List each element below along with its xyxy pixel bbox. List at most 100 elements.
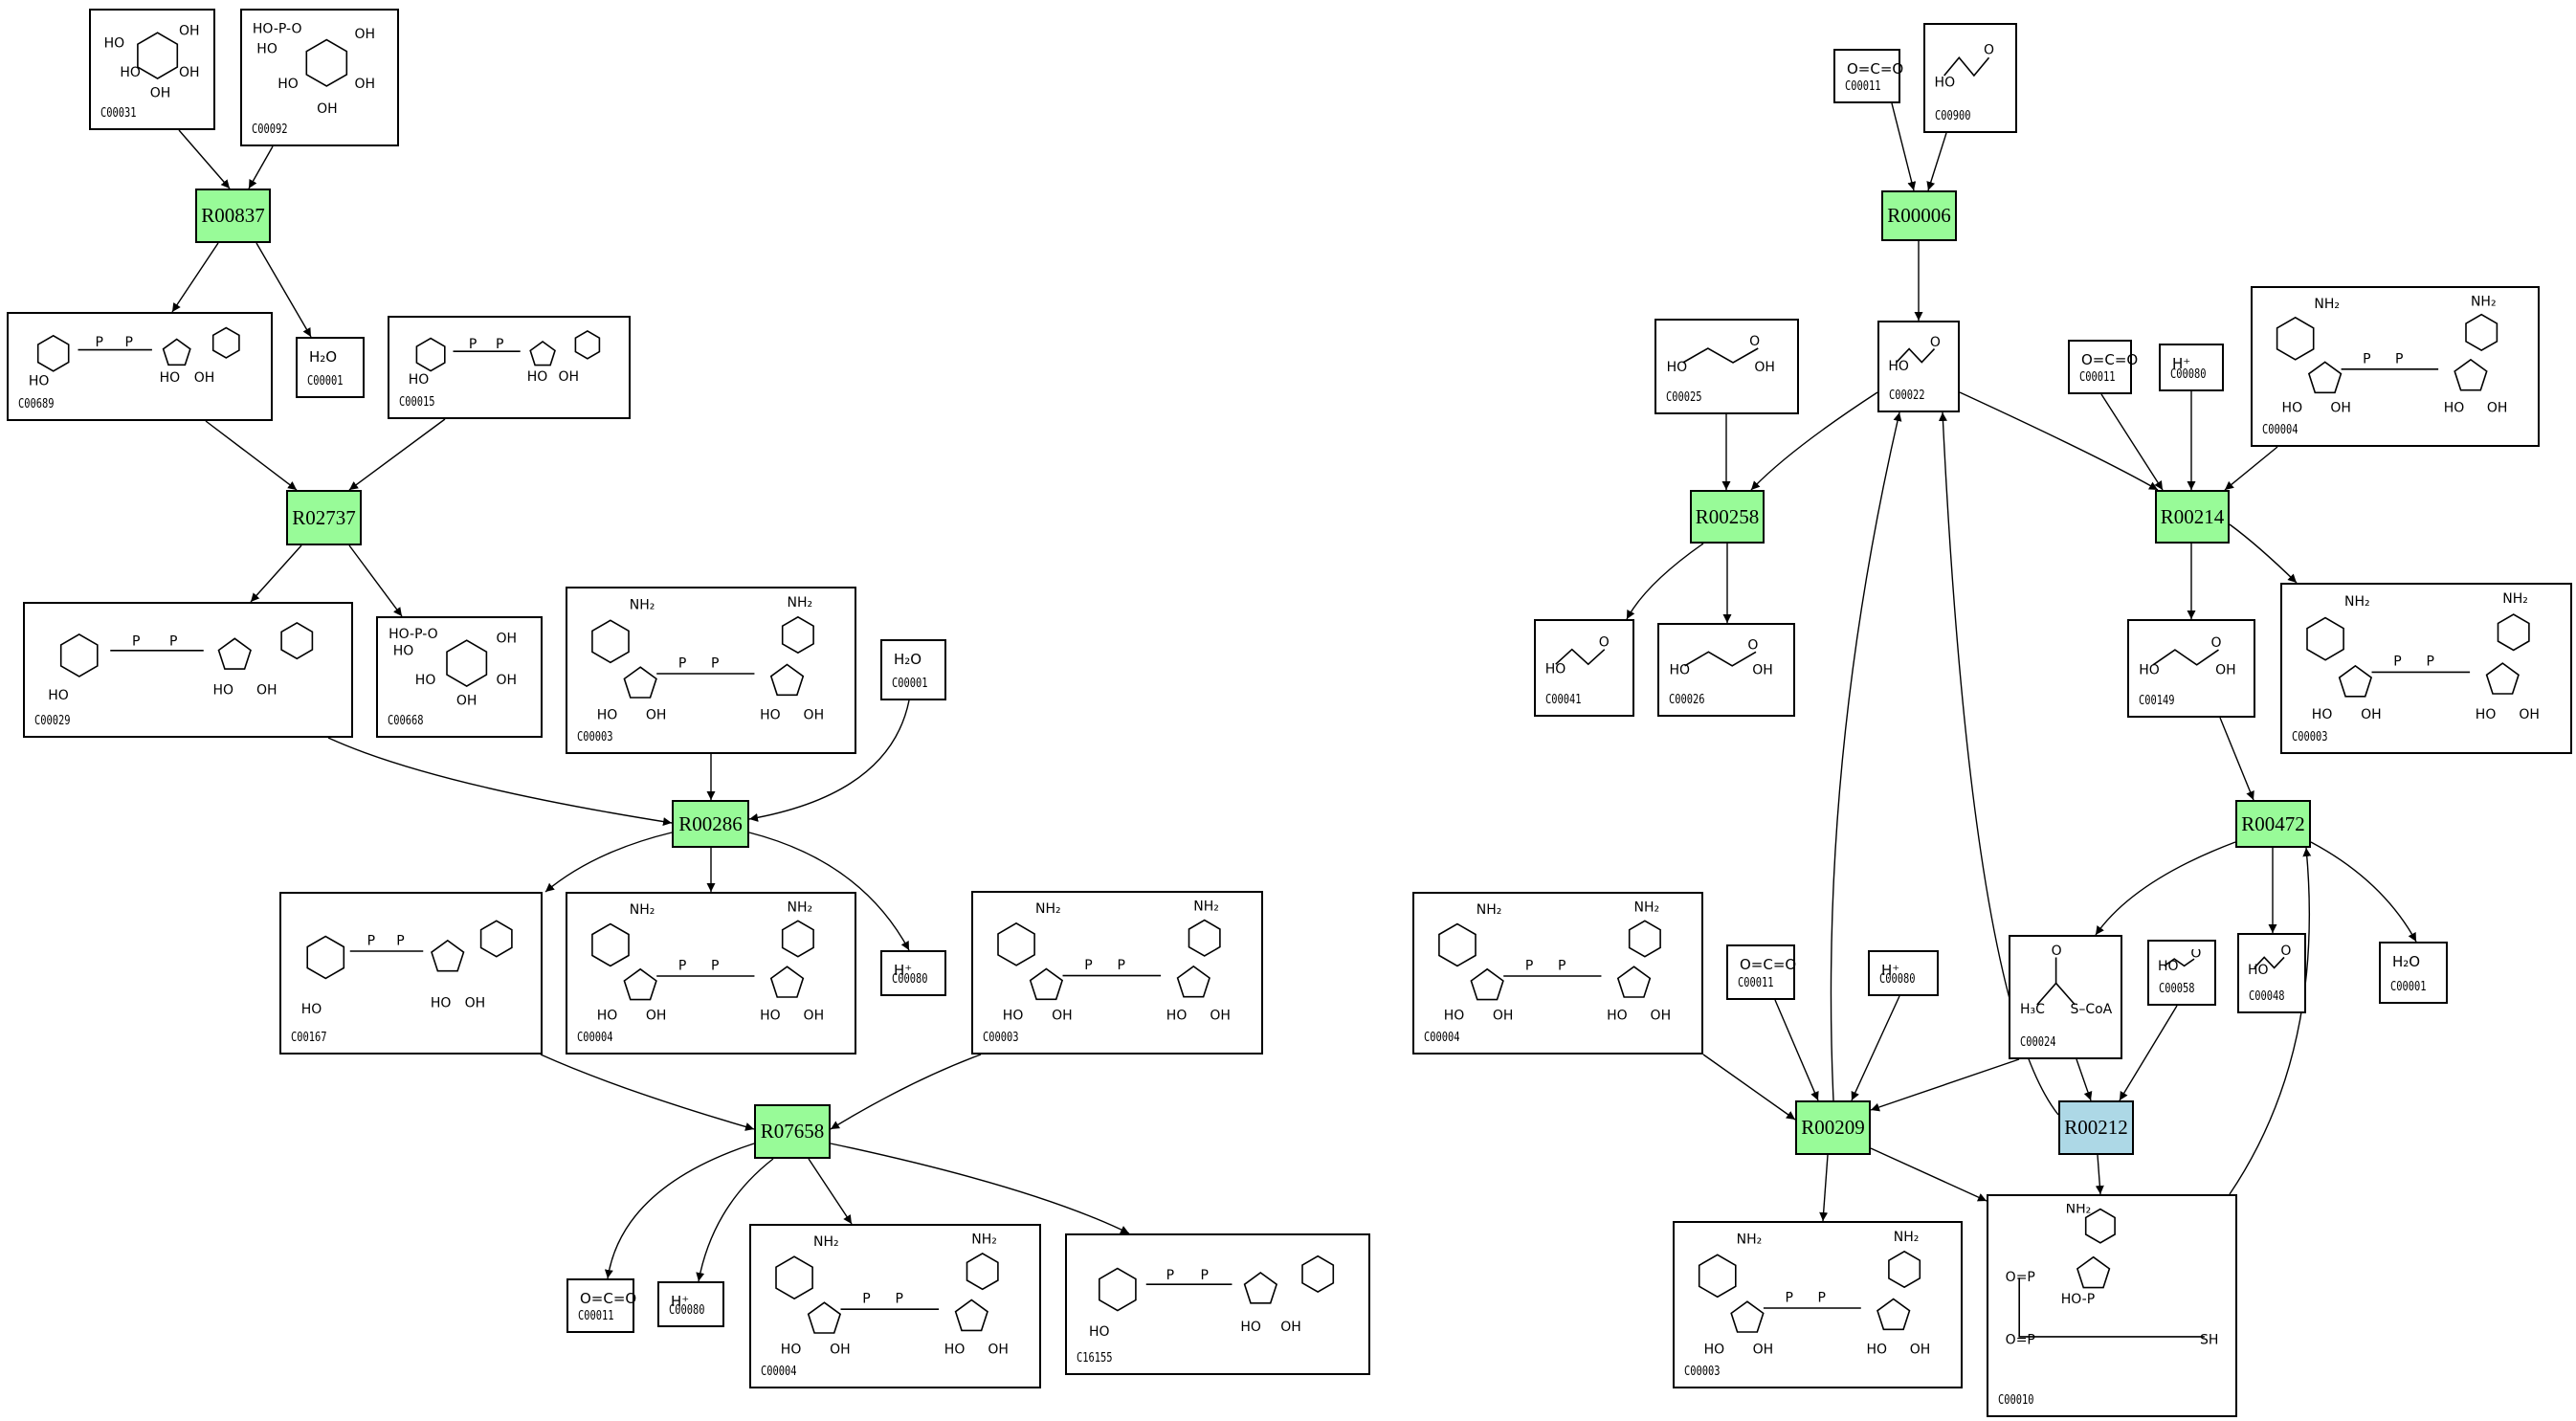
svg-text:HO: HO bbox=[2476, 707, 2497, 722]
compound-id: C00004 bbox=[761, 1365, 797, 1379]
edge-arrow bbox=[2219, 717, 2254, 801]
edge-arrow bbox=[348, 544, 403, 617]
reaction-R00837[interactable]: R00837 bbox=[195, 189, 271, 243]
svg-text:O: O bbox=[2190, 949, 2201, 962]
reaction-R00209[interactable]: R00209 bbox=[1795, 1100, 1871, 1155]
svg-text:HO: HO bbox=[1089, 1324, 1110, 1340]
svg-text:P: P bbox=[496, 337, 503, 352]
edge-arrow bbox=[830, 1054, 982, 1130]
reaction-R00258[interactable]: R00258 bbox=[1690, 490, 1765, 544]
reaction-R00286[interactable]: R00286 bbox=[672, 800, 749, 848]
reaction-R00006[interactable]: R00006 bbox=[1881, 190, 1957, 241]
edge-arrow bbox=[1750, 391, 1878, 491]
svg-text:OH: OH bbox=[804, 707, 825, 722]
reaction-label: R00212 bbox=[2064, 1116, 2128, 1139]
edge-arrow bbox=[1830, 411, 1902, 1101]
svg-text:HO: HO bbox=[944, 1342, 966, 1357]
svg-text:NH₂: NH₂ bbox=[2502, 592, 2528, 607]
reaction-R00212[interactable]: R00212 bbox=[2058, 1100, 2134, 1155]
svg-text:O: O bbox=[2052, 944, 2062, 959]
compound-id: C00092 bbox=[252, 122, 288, 137]
reaction-label: R00286 bbox=[678, 811, 743, 835]
svg-text:HO: HO bbox=[760, 707, 781, 722]
svg-text:O: O bbox=[2280, 944, 2291, 959]
svg-text:HO: HO bbox=[2248, 963, 2269, 978]
compound-id: C00011 bbox=[2079, 370, 2116, 385]
svg-text:O: O bbox=[1749, 334, 1760, 349]
svg-text:OH: OH bbox=[456, 694, 477, 709]
edge-arrow bbox=[2229, 847, 2312, 1195]
reaction-R00472[interactable]: R00472 bbox=[2235, 800, 2311, 848]
edge-arrow bbox=[2095, 841, 2236, 936]
compound-C00080[interactable]: H⁺C00080 bbox=[880, 950, 946, 996]
svg-text:OH: OH bbox=[1651, 1009, 1672, 1024]
edge-arrow bbox=[830, 1143, 1130, 1234]
compound-id: C00668 bbox=[388, 714, 424, 728]
svg-text:NH₂: NH₂ bbox=[788, 901, 813, 915]
svg-text:P: P bbox=[1118, 958, 1125, 973]
reaction-label: R00209 bbox=[1801, 1116, 1865, 1139]
svg-text:S–CoA: S–CoA bbox=[2070, 1002, 2112, 1017]
reaction-R00214[interactable]: R00214 bbox=[2155, 490, 2230, 544]
edge-arrow bbox=[1891, 102, 1917, 191]
reaction-label: R00258 bbox=[1695, 504, 1760, 528]
svg-text:HO: HO bbox=[409, 372, 430, 388]
edge-arrow bbox=[2224, 446, 2278, 491]
edge-arrow bbox=[2076, 1058, 2093, 1101]
edge-arrow bbox=[1959, 391, 2159, 491]
svg-text:P: P bbox=[1201, 1268, 1209, 1283]
compound-id: C00167 bbox=[291, 1031, 327, 1045]
svg-text:P: P bbox=[367, 934, 375, 949]
svg-text:O: O bbox=[2211, 635, 2222, 651]
compound-id: C00003 bbox=[983, 1031, 1019, 1045]
compound-C00080[interactable]: H⁺C00080 bbox=[657, 1281, 724, 1327]
svg-text:OH: OH bbox=[317, 101, 338, 117]
svg-text:OH: OH bbox=[497, 631, 518, 646]
svg-text:HO: HO bbox=[48, 688, 69, 703]
compound-C00080[interactable]: H⁺C00080 bbox=[1868, 950, 1939, 996]
formula-co2: O=C=O bbox=[1847, 60, 1904, 78]
reaction-R07658[interactable]: R07658 bbox=[754, 1104, 831, 1159]
svg-text:P: P bbox=[2393, 654, 2401, 669]
compound-id: C00001 bbox=[2390, 980, 2427, 994]
edge-arrow bbox=[2310, 841, 2417, 943]
compound-C00080[interactable]: H⁺C00080 bbox=[2159, 344, 2224, 391]
reaction-R02737[interactable]: R02737 bbox=[286, 490, 362, 545]
